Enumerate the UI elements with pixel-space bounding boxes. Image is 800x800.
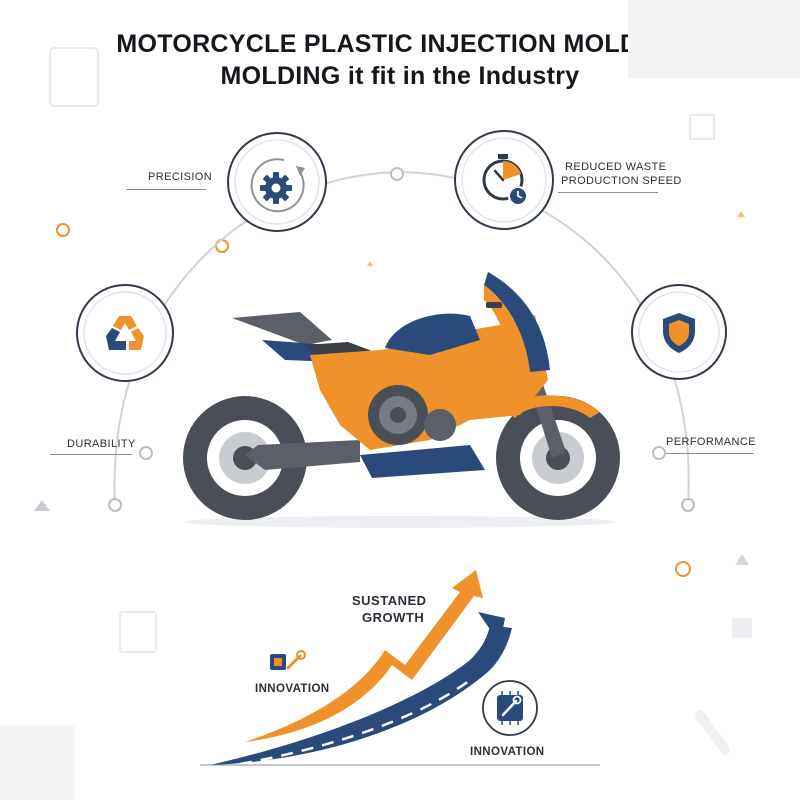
page-title-line-1: MOTORCYCLE PLASTIC INJECTION MOLDING: [116, 30, 684, 58]
label-sustained: SUSTANED: [352, 593, 427, 608]
decor-triangle: [735, 554, 749, 565]
growth-chart: [200, 570, 600, 766]
label-reduced-waste: REDUCED WASTE: [565, 161, 667, 173]
motorcycle-illustration: [183, 272, 620, 528]
corner-block-bottom: [0, 725, 75, 800]
shield-icon: [663, 313, 695, 353]
label-underline: [666, 453, 754, 454]
performance-badge: [631, 284, 727, 380]
chip-wrench-icon: [270, 650, 306, 670]
arc-nodes: [108, 167, 695, 512]
durability-badge: [76, 284, 174, 382]
page-title-line-2: MOLDING it fit in the Industry: [220, 62, 580, 90]
decor-triangle: [737, 211, 745, 217]
recycle-icon: [106, 316, 144, 350]
decor-circle: [56, 223, 70, 237]
label-underline: [558, 192, 658, 193]
label-innovation-right: INNOVATION: [470, 746, 545, 758]
growth-road: [210, 625, 512, 765]
label-underline: [50, 454, 132, 455]
corner-block: [628, 0, 800, 78]
decor-circle: [675, 561, 691, 577]
chip-wrench-icon: [497, 691, 523, 725]
label-growth: GROWTH: [362, 610, 425, 625]
stopwatch-icon: [482, 154, 528, 206]
decor-triangle: [34, 500, 50, 511]
decor-triangle: [367, 261, 373, 266]
speed-badge: [454, 130, 554, 230]
innovation-badge: [482, 680, 538, 736]
growth-arrow-orange: [245, 570, 483, 742]
label-production-speed: PRODUCTION SPEED: [561, 175, 682, 187]
precision-badge: [227, 132, 327, 232]
label-durability: DURABILITY: [67, 438, 136, 450]
label-innovation-left: INNOVATION: [255, 683, 330, 695]
label-precision: PRECISION: [148, 171, 213, 183]
label-performance: PERFORMANCE: [666, 436, 756, 448]
decor-square: [732, 618, 752, 638]
label-underline: [126, 189, 206, 190]
gear-icon: [260, 172, 292, 204]
background-decorations: [49, 47, 730, 755]
